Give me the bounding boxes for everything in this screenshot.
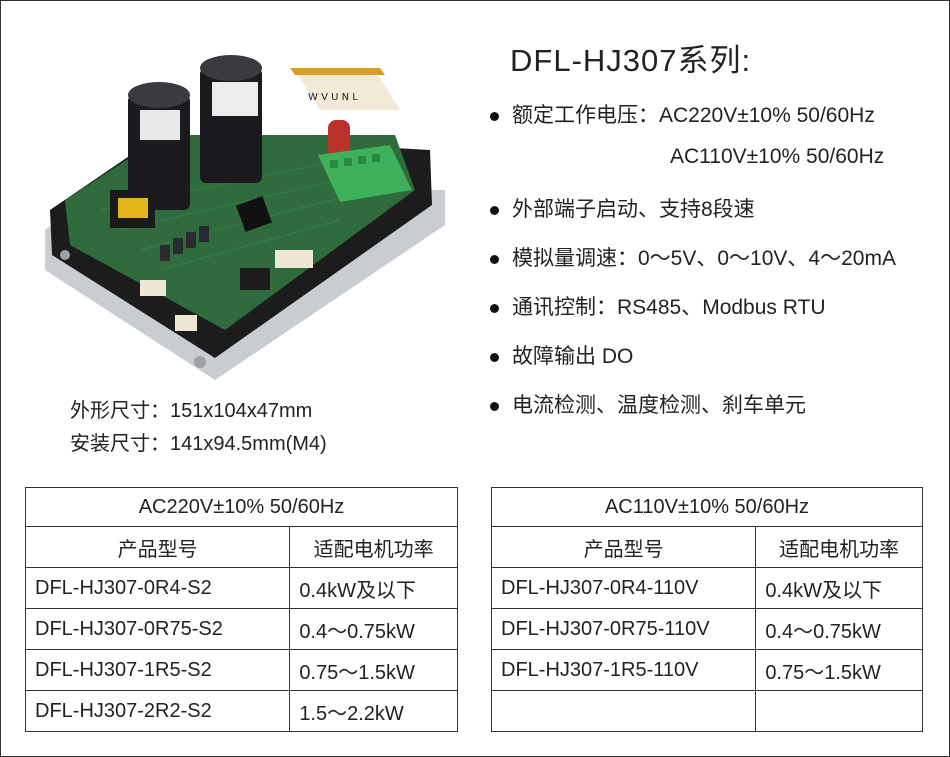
bullet-icon — [490, 255, 499, 264]
power-cell — [755, 690, 923, 732]
bullet-icon — [490, 112, 499, 121]
bullet-icon — [490, 402, 499, 411]
feature-item: 故障输出 DO — [490, 345, 896, 369]
capacitor-left — [128, 82, 190, 210]
table-caption: AC110V±10% 50/60Hz — [491, 487, 923, 527]
feature-item: 电流检测、温度检测、刹车单元 — [490, 394, 896, 418]
model-cell — [490, 690, 757, 732]
table-row: DFL-HJ307-0R4-110V 0.4kW及以下 — [490, 567, 923, 609]
series-title: DFL-HJ307系列: — [510, 43, 752, 78]
model-table-110v: AC110V±10% 50/60Hz 产品型号 适配电机功率 DFL-HJ307… — [490, 487, 923, 732]
product-board-image: W V U N L — [45, 55, 445, 380]
feature-text-continuation: AC110V±10% 50/60Hz — [670, 145, 885, 168]
feature-list: 额定工作电压：AC220V±10% 50/60Hz AC110V±10% 50/… — [490, 104, 896, 418]
power-cell: 0.4～0.75kW — [289, 608, 458, 650]
column-header-model: 产品型号 — [24, 526, 291, 568]
mounting-dimensions: 安装尺寸：141x94.5mm(M4) — [70, 433, 327, 455]
feature-text: 模拟量调速：0～5V、0～10V、4～20mA — [512, 247, 896, 270]
table-row: DFL-HJ307-0R75-110V 0.4～0.75kW — [490, 608, 923, 650]
power-cell: 0.4～0.75kW — [755, 608, 923, 650]
feature-item: 额定工作电压：AC220V±10% 50/60Hz AC110V±10% 50/… — [490, 104, 896, 169]
bullet-icon — [490, 304, 499, 313]
feature-text: 电流检测、温度检测、刹车单元 — [512, 394, 806, 417]
model-cell: DFL-HJ307-0R4-S2 — [24, 567, 291, 609]
feature-item: 通讯控制：RS485、Modbus RTU — [490, 296, 896, 320]
feature-item: 外部端子启动、支持8段速 — [490, 198, 896, 222]
model-cell: DFL-HJ307-0R75-110V — [490, 608, 757, 650]
outline-dimensions: 外形尺寸：151x104x47mm — [70, 400, 313, 422]
table-row — [490, 690, 923, 732]
model-cell: DFL-HJ307-1R5-S2 — [24, 649, 291, 691]
feature-item: 模拟量调速：0～5V、0～10V、4～20mA — [490, 247, 896, 271]
table-row: DFL-HJ307-2R2-S2 1.5～2.2kW — [24, 690, 458, 732]
dimensions-block: 外形尺寸：151x104x47mm 安装尺寸：141x94.5mm(M4) — [70, 395, 327, 461]
model-cell: DFL-HJ307-0R4-110V — [490, 567, 757, 609]
power-cell: 0.75～1.5kW — [755, 649, 923, 691]
model-table-220v: AC220V±10% 50/60Hz 产品型号 适配电机功率 DFL-HJ307… — [24, 487, 458, 732]
bullet-icon — [490, 206, 499, 215]
feature-text: 通讯控制：RS485、Modbus RTU — [512, 296, 826, 319]
feature-text: 外部端子启动、支持8段速 — [512, 198, 755, 221]
column-header-model: 产品型号 — [490, 526, 757, 568]
table-row: DFL-HJ307-1R5-110V 0.75～1.5kW — [490, 649, 923, 691]
power-cell: 0.4kW及以下 — [289, 567, 458, 609]
column-header-power: 适配电机功率 — [289, 526, 458, 568]
terminal-strip-label: W V U N L — [308, 92, 358, 103]
power-cell: 0.4kW及以下 — [755, 567, 923, 609]
model-cell: DFL-HJ307-2R2-S2 — [24, 690, 291, 732]
table-row: DFL-HJ307-0R75-S2 0.4～0.75kW — [24, 608, 458, 650]
model-cell: DFL-HJ307-0R75-S2 — [24, 608, 291, 650]
feature-text: 故障输出 DO — [512, 345, 634, 368]
column-header-power: 适配电机功率 — [755, 526, 923, 568]
table-row: DFL-HJ307-0R4-S2 0.4kW及以下 — [24, 567, 458, 609]
capacitor-right — [200, 55, 262, 183]
bullet-icon — [490, 353, 499, 362]
power-cell: 1.5～2.2kW — [289, 690, 458, 732]
power-cell: 0.75～1.5kW — [289, 649, 458, 691]
model-cell: DFL-HJ307-1R5-110V — [490, 649, 757, 691]
table-caption: AC220V±10% 50/60Hz — [25, 487, 458, 527]
table-row: DFL-HJ307-1R5-S2 0.75～1.5kW — [24, 649, 458, 691]
feature-text: 额定工作电压：AC220V±10% 50/60Hz — [512, 104, 875, 127]
